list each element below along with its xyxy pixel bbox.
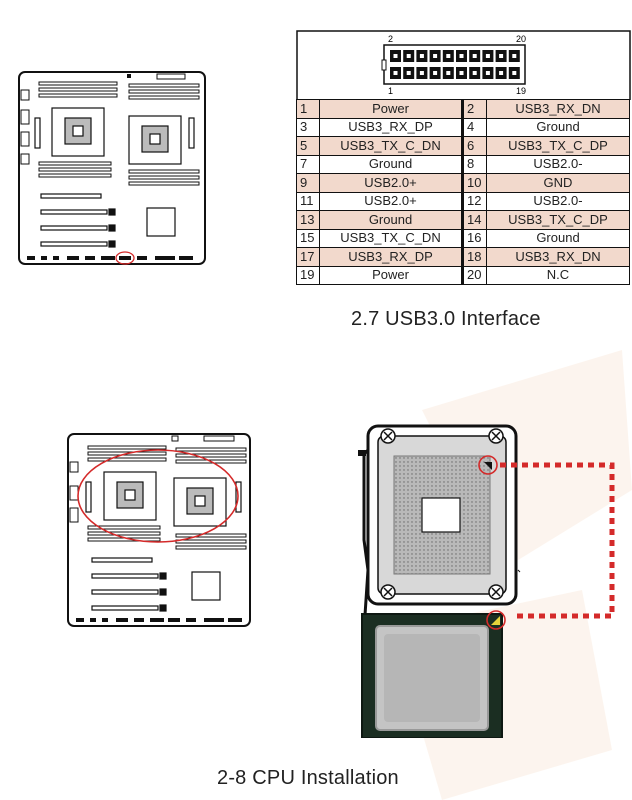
connector-pin-hole [485,54,490,58]
pin-signal: USB3_RX_DP [319,117,463,137]
connector-pin-hole [459,71,464,75]
pin-number: 4 [461,117,487,137]
pin-signal: Ground [319,154,463,174]
pin-label-2: 2 [388,34,393,44]
socket-corner-highlight [478,455,498,475]
pin-signal: USB3_TX_C_DP [486,210,630,230]
pin-number: 14 [461,210,487,230]
pin-signal: USB2.0- [486,154,630,174]
pin-label-19: 19 [516,86,526,96]
pin-number: 9 [296,173,320,193]
usb-header-highlight [115,251,135,265]
pin-number: 6 [461,136,487,156]
usb-connector-diagram: 2 20 1 19 [296,30,631,100]
connector-pin-hole [419,71,424,75]
pin-number: 13 [296,210,320,230]
pin-number: 19 [296,265,320,285]
connector-pin-hole [485,71,490,75]
pin-signal: N.C [486,265,630,285]
connector-pin-hole [406,54,411,58]
connector-pin-hole [446,71,451,75]
motherboard-diagram-usb [18,71,206,265]
pin-number: 8 [461,154,487,174]
connector-pin-hole [446,54,451,58]
pin-label-20: 20 [516,34,526,44]
cpu-socket-diagram [358,424,615,738]
connector-pin-hole [499,54,504,58]
pin-signal: USB3_RX_DN [486,99,630,119]
pin-number: 16 [461,228,487,248]
pin-signal: USB3_RX_DN [486,247,630,267]
alignment-guide-line [500,462,615,619]
pin-number: 15 [296,228,320,248]
motherboard-diagram-cpu [67,433,251,627]
pin-signal: USB3_TX_C_DN [319,136,463,156]
connector-pin-hole [499,71,504,75]
cpu-area-highlight [77,449,239,543]
pin-signal: USB3_TX_C_DP [486,136,630,156]
pin-number: 1 [296,99,320,119]
connector-pin-hole [419,54,424,58]
pin-signal: Ground [486,117,630,137]
connector-pin-hole [393,71,398,75]
pin-number: 17 [296,247,320,267]
connector-pin-hole [393,54,398,58]
pin-signal: USB3_RX_DP [319,247,463,267]
usb-caption: 2.7 USB3.0 Interface [351,308,541,330]
pin-number: 5 [296,136,320,156]
pin-number: 12 [461,191,487,211]
pin-number: 7 [296,154,320,174]
connector-pin-hole [406,71,411,75]
pin-signal: Power [319,265,463,285]
connector-pin-hole [472,54,477,58]
pin-signal: GND [486,173,630,193]
pin-number: 11 [296,191,320,211]
pin-number: 2 [461,99,487,119]
connector-pin-hole [459,54,464,58]
pin-signal: Ground [486,228,630,248]
pin-signal: USB2.0+ [319,173,463,193]
pin-label-1: 1 [388,86,393,96]
connector-pin-hole [472,71,477,75]
pin-signal: USB2.0+ [319,191,463,211]
cpu-corner-highlight [486,610,506,630]
cpu-caption: 2-8 CPU Installation [217,767,399,789]
pin-number: 3 [296,117,320,137]
connector-pin-hole [512,54,517,58]
usb-pin-grid [390,50,520,79]
connector-pin-hole [512,71,517,75]
pin-signal: Ground [319,210,463,230]
pin-signal: USB2.0- [486,191,630,211]
pin-number: 10 [461,173,487,193]
pin-number: 20 [461,265,487,285]
connector-pin-hole [433,54,438,58]
pin-number: 18 [461,247,487,267]
pin-signal: USB3_TX_C_DN [319,228,463,248]
connector-pin-hole [433,71,438,75]
pin-signal: Power [319,99,463,119]
